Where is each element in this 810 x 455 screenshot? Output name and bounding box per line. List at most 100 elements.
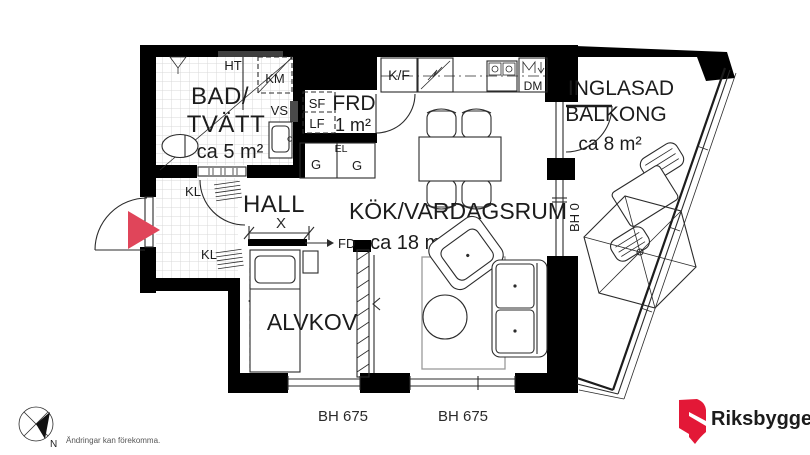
walls: [140, 45, 735, 393]
vent-shaft-box: [302, 91, 336, 134]
balcony-area: ca 8 m²: [578, 134, 641, 155]
washbasin: [268, 121, 293, 159]
stove: [417, 57, 454, 93]
dining-set: [418, 108, 502, 210]
bathroom-name-1: BAD/: [191, 83, 249, 110]
bathroom-sliding-door: [197, 166, 247, 226]
water-shaft: [290, 101, 298, 122]
towel-dryer-label: HT: [224, 58, 241, 73]
bh0-label: BH 0: [567, 203, 582, 232]
shower-symbol: [169, 56, 187, 74]
wall-top-balcony: [550, 45, 735, 81]
balcony-table: [611, 165, 679, 227]
x-dimension: X: [243, 215, 315, 240]
balcony-door: [565, 104, 613, 153]
bh675-left-label: BH 675: [318, 408, 368, 425]
wardrobe-left-label: G: [311, 157, 321, 172]
armchair: [428, 215, 504, 291]
brand-name: Riksbyggen: [711, 408, 810, 430]
storage-area: 1 m²: [335, 115, 371, 135]
kl-upper-label: KL: [185, 184, 201, 199]
entrance-marker: [128, 211, 160, 249]
wardrobe-right-label: G: [352, 158, 362, 173]
entrance-door: [94, 196, 160, 251]
hall-tiled-floor: [156, 178, 238, 278]
wall-hall-south: [140, 278, 240, 291]
wall-left-upper: [140, 45, 156, 197]
alcove-partition: [356, 249, 381, 378]
wardrobes: G EL G: [299, 142, 376, 179]
toilet: [161, 133, 199, 159]
living-area: [421, 215, 548, 370]
balcony-floor-edge: [576, 376, 614, 392]
lf-label: LF: [309, 116, 324, 131]
compass: N: [18, 406, 57, 450]
towel-dryer: [218, 51, 283, 57]
compass-circle: [18, 406, 54, 442]
balcony-window-wall: [552, 102, 567, 256]
hall-name: HALL: [243, 191, 305, 218]
bathroom-area: ca 5 m²: [197, 141, 264, 163]
wall-bathroom-south-b: [247, 165, 305, 178]
chair-back: [461, 204, 492, 210]
wall-under-frd: [296, 133, 377, 143]
balcony-glass-wall: [576, 67, 737, 400]
bh675-right-label: BH 675: [438, 408, 488, 425]
balcony-name-2: BALKONG: [565, 103, 667, 126]
alcove-threshold: [248, 239, 307, 246]
washing-machine: [257, 56, 293, 94]
bathroom-name-2: TVÄTT: [187, 111, 266, 138]
storage-name: FRD: [332, 92, 375, 115]
sofa: [491, 259, 548, 358]
el-label: EL: [335, 143, 348, 155]
dining-table: [418, 136, 502, 182]
dishwasher-label: DM: [524, 79, 543, 93]
chair-back: [426, 108, 457, 114]
compass-north-label: N: [50, 439, 57, 450]
fridge-freezer-label: K/F: [388, 67, 410, 83]
window-bottom-right: [409, 376, 516, 390]
brand-logo-icon-tail: [689, 416, 706, 444]
fd-marker: FD: [305, 236, 355, 251]
coffee-table: [422, 294, 468, 340]
wall-bathroom-east: [293, 45, 305, 178]
brand-logo-icon: [679, 399, 706, 434]
wall-bathroom-south-a: [152, 165, 197, 178]
storage-door: [375, 93, 416, 134]
water-shaft-label: VS: [271, 103, 289, 118]
kl-lower-label: KL: [201, 247, 217, 262]
alcove: ALVKOV: [248, 249, 381, 378]
nightstand: [302, 250, 319, 274]
disclaimer-text: Ändringar kan förekomma.: [66, 436, 160, 445]
entrance-door-swing: [94, 197, 148, 251]
balcony-name-1: INGLASAD: [568, 77, 674, 100]
sink: [486, 60, 518, 92]
wall-bottom-b: [360, 373, 410, 393]
fridge-freezer: [380, 57, 418, 93]
wall-right-low: [547, 256, 578, 383]
wall-bottom-a: [228, 373, 288, 393]
wall-alcove-west: [228, 278, 240, 383]
wall-right-mid: [547, 158, 575, 180]
sf-label: SF: [309, 96, 326, 111]
kitchen-living-name: KÖK/VARDAGSRUM: [349, 198, 567, 224]
hall: HALL KL KL X FD: [185, 180, 355, 270]
kitchen: K/F DM: [349, 57, 567, 254]
storage-room: SF LF FRD 1 m²: [302, 91, 416, 135]
bed: [249, 249, 301, 373]
balcony-chair-bottom: [610, 226, 650, 262]
dining-chair: [426, 110, 457, 139]
dishwasher: DM: [518, 57, 548, 93]
coat-rack-upper: [213, 180, 243, 202]
wall-right-top: [545, 45, 578, 102]
dining-chair: [461, 110, 492, 139]
coat-rack-lower: [215, 248, 244, 270]
shaft-block: [305, 45, 377, 90]
fd-label: FD: [338, 236, 355, 251]
washing-machine-label: KM: [265, 71, 285, 86]
window-bottom-left: [287, 376, 361, 390]
chair-back: [461, 108, 492, 114]
brand-logo: Riksbyggen: [679, 399, 810, 444]
